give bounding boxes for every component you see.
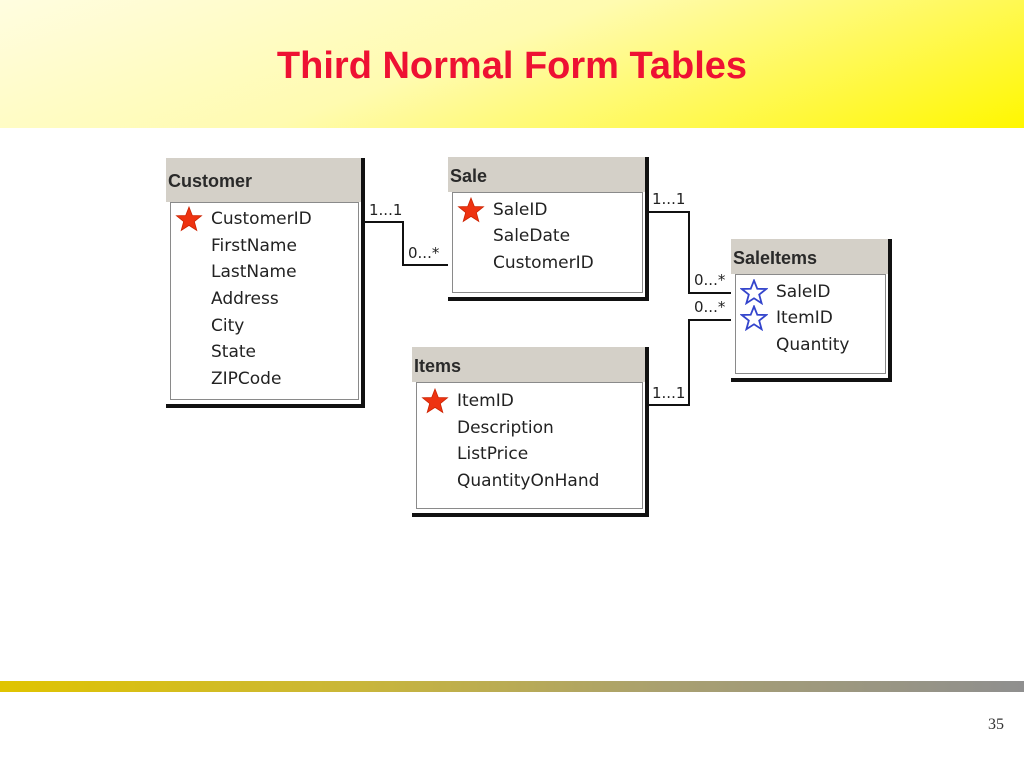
entity-items[interactable]: Items ItemID Description ListPrice Quant… — [412, 347, 649, 517]
primary-key-star-icon — [421, 388, 449, 414]
primary-key-star-icon — [457, 197, 485, 223]
field-items-listprice: ListPrice — [457, 444, 529, 464]
foreign-key-star-icon — [740, 305, 768, 331]
cardinality-customer-one: 1...1 — [369, 201, 403, 219]
field-customer-city: City — [211, 316, 245, 336]
field-sale-saleid: SaleID — [493, 200, 548, 220]
entity-saleitems-header: SaleItems — [731, 239, 888, 274]
entity-saleitems-body: SaleID ItemID Quantity — [735, 274, 886, 374]
field-customer-customerid: CustomerID — [211, 209, 312, 229]
entity-items-body: ItemID Description ListPrice QuantityOnH… — [416, 382, 643, 509]
field-customer-address: Address — [211, 289, 279, 309]
field-customer-zipcode: ZIPCode — [211, 369, 282, 389]
primary-key-star-icon — [175, 206, 203, 232]
slide-title: Third Normal Form Tables — [276, 45, 748, 87]
entity-customer-header: Customer — [166, 158, 361, 202]
field-sale-customerid: CustomerID — [493, 253, 594, 273]
cardinality-items-one: 1...1 — [652, 384, 686, 402]
field-saleitems-quantity: Quantity — [776, 335, 850, 355]
footer-bar — [0, 681, 1024, 692]
entity-saleitems[interactable]: SaleItems SaleID ItemID Quantity — [731, 239, 892, 382]
entity-items-header: Items — [412, 347, 645, 382]
foreign-key-star-icon — [740, 279, 768, 305]
field-sale-saledate: SaleDate — [493, 226, 571, 246]
entity-customer-body: CustomerID FirstName LastName Address Ci… — [170, 202, 359, 400]
field-items-description: Description — [457, 418, 554, 438]
cardinality-saleitems-many-items: 0...* — [694, 298, 726, 316]
cardinality-sale-one: 1...1 — [652, 190, 686, 208]
field-saleitems-saleid: SaleID — [776, 282, 831, 302]
entity-sale[interactable]: Sale SaleID SaleDate CustomerID — [448, 157, 649, 301]
entity-sale-body: SaleID SaleDate CustomerID — [452, 192, 643, 293]
field-customer-state: State — [211, 342, 256, 362]
field-customer-lastname: LastName — [211, 262, 297, 282]
cardinality-sale-many: 0...* — [408, 244, 440, 262]
entity-sale-header: Sale — [448, 157, 645, 192]
cardinality-saleitems-many-sale: 0...* — [694, 271, 726, 289]
field-saleitems-itemid: ItemID — [776, 308, 833, 328]
field-items-itemid: ItemID — [457, 391, 514, 411]
field-items-quantityonhand: QuantityOnHand — [457, 471, 600, 491]
page-number: 35 — [988, 716, 1004, 733]
slide-header — [0, 0, 1024, 128]
field-customer-firstname: FirstName — [211, 236, 297, 256]
entity-customer[interactable]: Customer CustomerID FirstName LastName A… — [166, 158, 365, 408]
